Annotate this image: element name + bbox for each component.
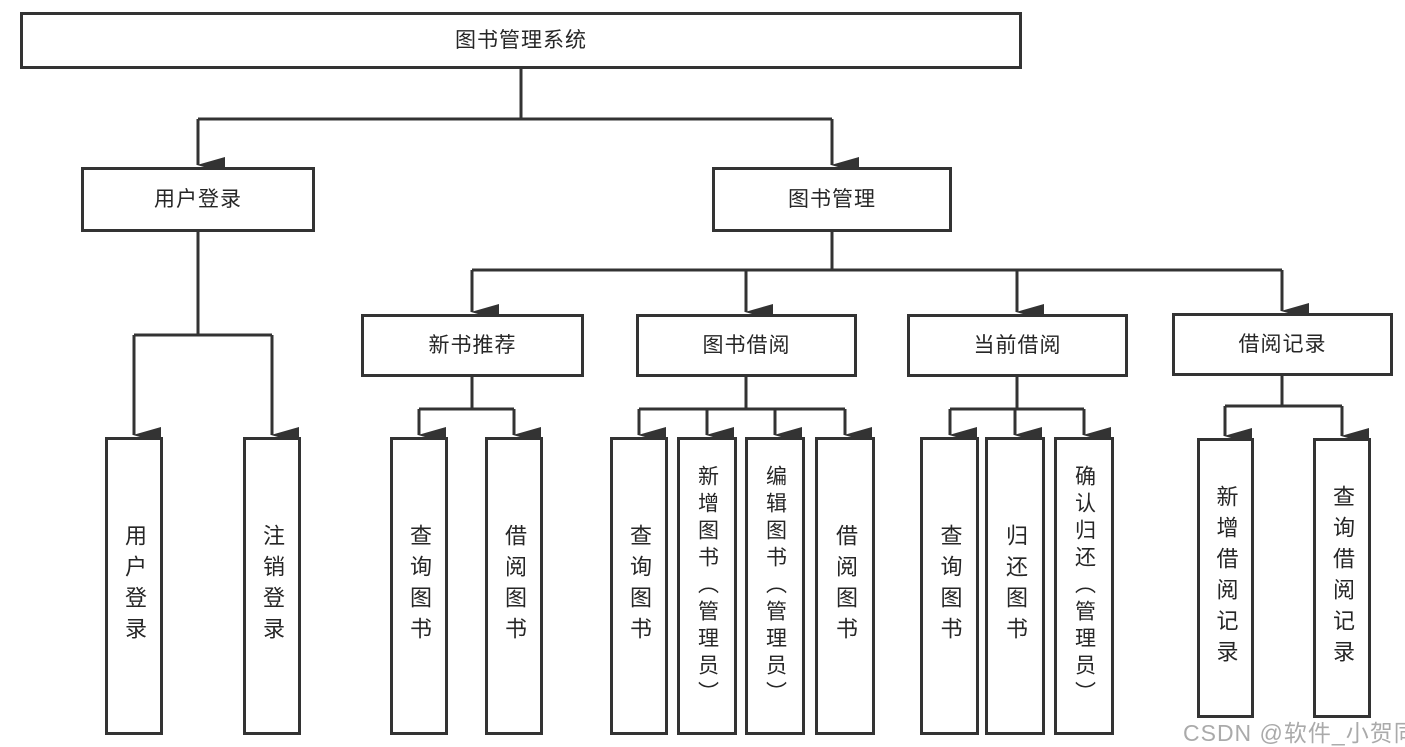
leaf-borrow-edit-admin-label: 编辑图书（管理员）: [763, 464, 787, 708]
node-root: 图书管理系统: [20, 12, 1022, 69]
node-borrow-records: 借阅记录: [1172, 313, 1393, 376]
node-book-management: 图书管理: [712, 167, 952, 232]
connector-records-children: [1223, 376, 1369, 444]
leaf-borrow-add-admin-label: 新增图书（管理员）: [695, 464, 719, 708]
leaf-newbook-query: 查询图书: [390, 437, 448, 735]
leaf-user-login: 用户登录: [105, 437, 163, 735]
leaf-current-return: 归还图书: [985, 437, 1045, 735]
connector-newbook-children: [417, 377, 541, 443]
csdn-watermark: CSDN @软件_小贺同学: [1183, 720, 1405, 746]
leaf-logout: 注销登录: [243, 437, 301, 735]
node-new-book-recommend: 新书推荐: [361, 314, 584, 377]
node-current-borrowing: 当前借阅: [907, 314, 1128, 377]
leaf-borrow-book: 借阅图书: [815, 437, 875, 735]
node-user-login-label: 用户登录: [154, 188, 242, 211]
leaf-logout-label: 注销登录: [260, 524, 285, 648]
leaf-borrow-query: 查询图书: [610, 437, 668, 735]
leaf-current-query-label: 查询图书: [937, 524, 963, 648]
node-new-book-recommend-label: 新书推荐: [428, 334, 517, 357]
leaf-current-return-label: 归还图书: [1003, 524, 1028, 648]
connector-root-to-level2: [196, 69, 859, 173]
leaf-record-query-label: 查询借阅记录: [1330, 485, 1355, 671]
leaf-borrow-edit-admin: 编辑图书（管理员）: [745, 437, 805, 735]
node-book-management-label: 图书管理: [788, 188, 876, 211]
leaf-record-add-label: 新增借阅记录: [1213, 485, 1239, 671]
node-borrow-records-label: 借阅记录: [1238, 333, 1327, 356]
leaf-newbook-query-label: 查询图书: [407, 524, 432, 648]
leaf-newbook-borrow-label: 借阅图书: [502, 524, 527, 648]
leaf-current-query: 查询图书: [920, 437, 979, 735]
connector-current-children: [948, 377, 1111, 443]
leaf-current-confirm-admin: 确认归还（管理员）: [1054, 437, 1114, 735]
leaf-borrow-query-label: 查询图书: [627, 524, 652, 648]
node-current-borrowing-label: 当前借阅: [973, 334, 1062, 357]
leaf-borrow-book-label: 借阅图书: [833, 524, 858, 648]
connector-bookmgmt-to-level3: [470, 232, 1309, 320]
node-root-label: 图书管理系统: [455, 29, 587, 52]
node-user-login: 用户登录: [81, 167, 315, 232]
connector-userlogin-children: [132, 232, 299, 443]
leaf-user-login-label: 用户登录: [122, 524, 147, 648]
node-book-borrowing-label: 图书借阅: [702, 334, 791, 357]
leaf-borrow-add-admin: 新增图书（管理员）: [677, 437, 737, 735]
leaf-newbook-borrow: 借阅图书: [485, 437, 543, 735]
leaf-current-confirm-admin-label: 确认归还（管理员）: [1072, 464, 1096, 708]
node-book-borrowing: 图书借阅: [636, 314, 857, 377]
connector-borrow-children: [637, 377, 872, 443]
leaf-record-add: 新增借阅记录: [1197, 438, 1254, 718]
leaf-record-query: 查询借阅记录: [1313, 438, 1371, 718]
